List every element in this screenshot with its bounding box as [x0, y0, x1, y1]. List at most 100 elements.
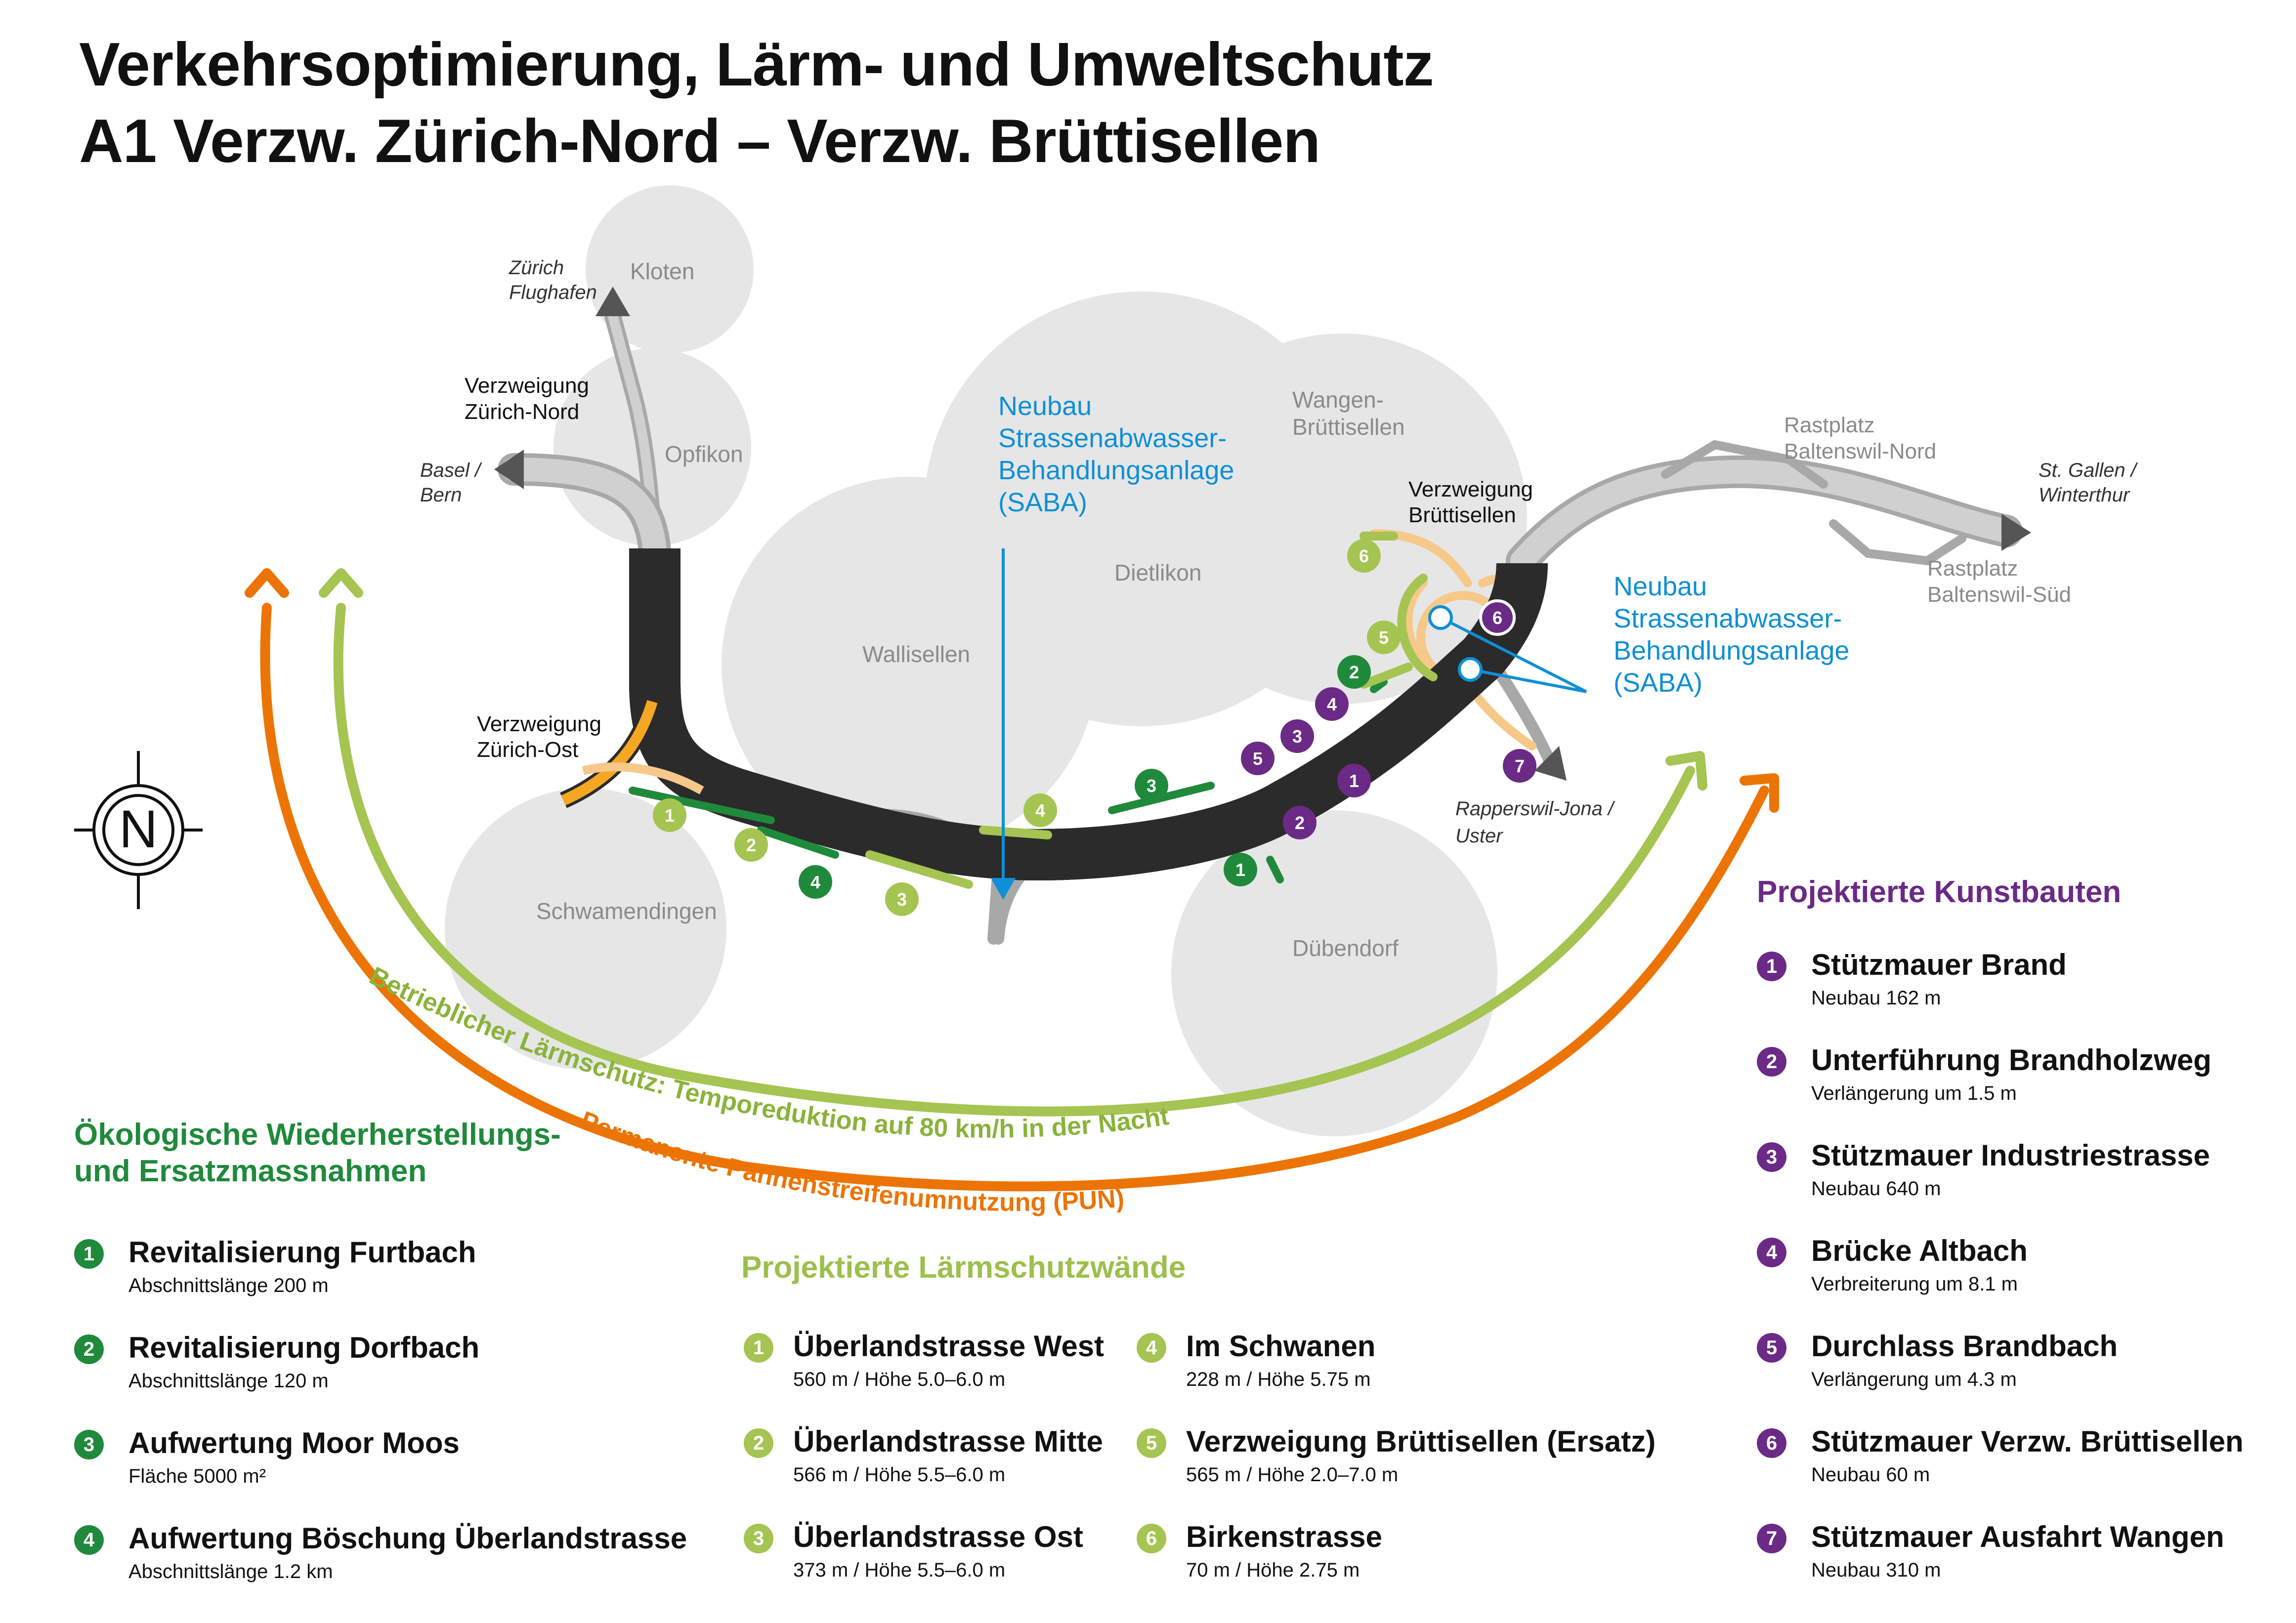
- eco-heading: Ökologische Wiederherstellungs- und Ersa…: [74, 1117, 561, 1190]
- noise-item-title: Überlandstrasse Mitte: [793, 1425, 1103, 1458]
- art-item-title: Stützmauer Ausfahrt Wangen: [1811, 1520, 2224, 1553]
- svg-text:2: 2: [1295, 813, 1305, 833]
- place-kloten: Kloten: [630, 258, 694, 284]
- noise-marker-6: 6: [1347, 539, 1381, 573]
- art-item-detail: Verlängerung um 4.3 m: [1811, 1369, 2017, 1390]
- place-duebendorf: Dübendorf: [1292, 935, 1399, 961]
- rest-area-labels: Rastplatz Baltenswil-Nord Rastplatz Balt…: [1784, 413, 2071, 607]
- eco-item-detail: Abschnittslänge 200 m: [128, 1275, 329, 1296]
- noise-item-detail: 228 m / Höhe 5.75 m: [1186, 1369, 1371, 1390]
- noise-item-detail: 566 m / Höhe 5.5–6.0 m: [793, 1464, 1006, 1486]
- eco-marker-4: 4: [799, 865, 832, 899]
- noise-item-number: 6: [1137, 1524, 1166, 1553]
- art-marker-1: 1: [1337, 764, 1371, 797]
- svg-text:6: 6: [1492, 608, 1502, 628]
- interchange-zo-2: Zürich-Ost: [477, 738, 578, 762]
- saba-site-2-icon: [1458, 657, 1483, 682]
- noise-item-title: Überlandstrasse West: [793, 1330, 1105, 1363]
- eco-item-number: 4: [74, 1525, 104, 1555]
- art-item-number: 1: [1757, 952, 1786, 981]
- art-item-detail: Verlängerung um 1.5 m: [1811, 1082, 2017, 1104]
- art-item-detail: Neubau 60 m: [1811, 1464, 1930, 1486]
- noise-marker-1: 1: [653, 798, 686, 832]
- interchange-br-1: Verzweigung: [1408, 477, 1533, 501]
- art-marker-5: 5: [1241, 742, 1275, 775]
- dest-stgallen-2: Winterthur: [2039, 484, 2130, 506]
- noise-item-detail: 565 m / Höhe 2.0–7.0 m: [1186, 1464, 1399, 1486]
- dest-rapperswil-2: Uster: [1455, 825, 1503, 847]
- eco-item-detail: Fläche 5000 m²: [128, 1465, 266, 1487]
- art-item-number: 3: [1757, 1142, 1786, 1172]
- svg-text:5: 5: [1253, 749, 1263, 769]
- area-duebendorf: [1171, 810, 1497, 1136]
- art-item-number: 2: [1757, 1047, 1786, 1077]
- eco-item-number: 1: [74, 1239, 104, 1269]
- arrow-stgallen-icon: [2001, 514, 2031, 551]
- noise-item-number: 5: [1137, 1428, 1166, 1458]
- eco-item-title: Aufwertung Moor Moos: [128, 1426, 460, 1459]
- art-item-number: 7: [1757, 1524, 1786, 1553]
- eco-item-detail: Abschnittslänge 1.2 km: [128, 1561, 333, 1582]
- art-marker-2: 2: [1283, 806, 1317, 839]
- art-heading: Projektierte Kunstbauten: [1757, 875, 2122, 909]
- eco-item-number: 3: [74, 1430, 104, 1459]
- art-item-detail: Neubau 162 m: [1811, 987, 1941, 1009]
- art-item-title: Unterführung Brandholzweg: [1811, 1043, 2211, 1077]
- place-wallisellen: Wallisellen: [862, 641, 970, 667]
- noise-marker-5: 5: [1367, 621, 1401, 654]
- noise-item-title: Im Schwanen: [1186, 1330, 1376, 1363]
- saba-1-line-2: Strassenabwasser-: [998, 423, 1227, 453]
- svg-text:6: 6: [1359, 546, 1369, 566]
- destination-labels: Zürich Flughafen Basel / Bern St. Gallen…: [420, 257, 2138, 847]
- svg-text:2: 2: [746, 835, 756, 855]
- north-label: N: [119, 799, 158, 859]
- rest-sued-1: Rastplatz: [1927, 556, 2018, 581]
- art-marker-6: 6: [1479, 599, 1516, 636]
- dest-basel-1: Basel /: [420, 459, 482, 481]
- place-wangen-2: Brüttisellen: [1292, 414, 1405, 440]
- saba-1-line-4: (SABA): [998, 488, 1087, 517]
- saba-2-line-3: Behandlungsanlage: [1614, 636, 1849, 666]
- direction-arrows: [494, 287, 2031, 781]
- place-opfikon: Opfikon: [665, 441, 743, 467]
- interchange-labels: Verzweigung Zürich-Nord Verzweigung Züri…: [465, 374, 1533, 762]
- svg-text:5: 5: [1379, 627, 1389, 648]
- saba-site-1-icon: [1428, 605, 1453, 630]
- interchange-zn-2: Zürich-Nord: [465, 400, 579, 424]
- svg-text:4: 4: [810, 872, 820, 892]
- arrow-flughafen-icon: [595, 287, 630, 316]
- dest-rapperswil-1: Rapperswil-Jona /: [1455, 798, 1616, 820]
- dest-basel-2: Bern: [420, 484, 462, 506]
- noise-item-detail: 560 m / Höhe 5.0–6.0 m: [793, 1369, 1006, 1390]
- svg-text:4: 4: [1327, 694, 1337, 714]
- noise-item-title: Verzweigung Brüttisellen (Ersatz): [1186, 1425, 1656, 1458]
- eco-marker-1: 1: [1224, 853, 1257, 886]
- eco-item-title: Revitalisierung Dorfbach: [128, 1331, 480, 1364]
- saba-2-line-1: Neubau: [1614, 572, 1707, 601]
- art-item-number: 5: [1757, 1333, 1786, 1363]
- interchange-zo-1: Verzweigung: [477, 712, 601, 736]
- rest-nord-1: Rastplatz: [1784, 413, 1874, 437]
- interchange-br-2: Brüttisellen: [1408, 503, 1516, 527]
- svg-text:3: 3: [1292, 726, 1302, 747]
- svg-text:2: 2: [1349, 662, 1359, 682]
- art-item-title: Brücke Altbach: [1811, 1234, 2028, 1267]
- noise-item-detail: 70 m / Höhe 2.75 m: [1186, 1559, 1360, 1581]
- eco-item-detail: Abschnittslänge 120 m: [128, 1370, 329, 1392]
- eco-item-title: Aufwertung Böschung Überlandstrasse: [128, 1522, 687, 1555]
- noise-item-number: 3: [744, 1524, 773, 1553]
- eco-heading-line-1: Ökologische Wiederherstellungs-: [74, 1118, 561, 1152]
- svg-text:3: 3: [1147, 776, 1156, 796]
- noise-marker-3: 3: [885, 882, 919, 916]
- art-item-number: 6: [1757, 1428, 1786, 1458]
- art-item-detail: Verbreiterung um 8.1 m: [1811, 1273, 2018, 1295]
- noise-item-number: 4: [1137, 1333, 1166, 1363]
- noise-item-title: Überlandstrasse Ost: [793, 1520, 1083, 1553]
- saba-1-line-3: Behandlungsanlage: [998, 456, 1234, 485]
- arc-arrowheads: [245, 568, 1779, 813]
- art-item-title: Stützmauer Verzw. Brüttisellen: [1811, 1425, 2244, 1458]
- saba-pointers: [990, 548, 1587, 900]
- place-dietlikon: Dietlikon: [1114, 560, 1201, 585]
- svg-text:4: 4: [1035, 800, 1045, 821]
